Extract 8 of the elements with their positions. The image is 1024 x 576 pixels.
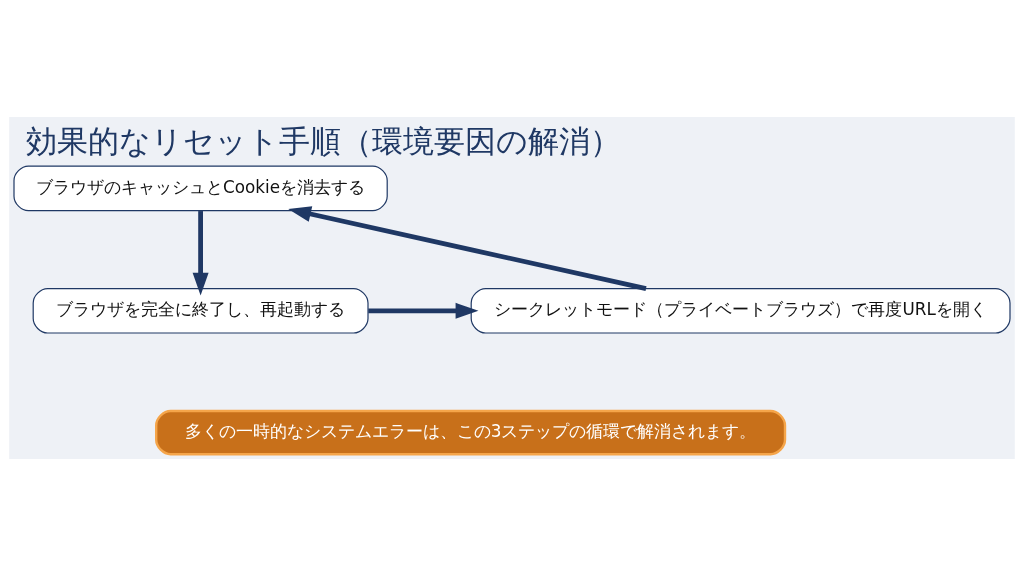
- node-box: 多くの一時的なシステムエラーは、この3ステップの循環で解消されます。: [155, 409, 787, 456]
- node-box: シークレットモード（プライベートブラウズ）で再度URLを開く: [470, 288, 1011, 334]
- node-box: ブラウザのキャッシュとCookieを消去する: [13, 165, 388, 212]
- arrow: [288, 206, 647, 291]
- arrow: [192, 211, 209, 296]
- arrow: [368, 302, 479, 319]
- node-box: ブラウザを完全に終了し、再起動する: [32, 288, 369, 334]
- diagram-title: 効果的なリセット手順（環境要因の解消）: [25, 122, 621, 159]
